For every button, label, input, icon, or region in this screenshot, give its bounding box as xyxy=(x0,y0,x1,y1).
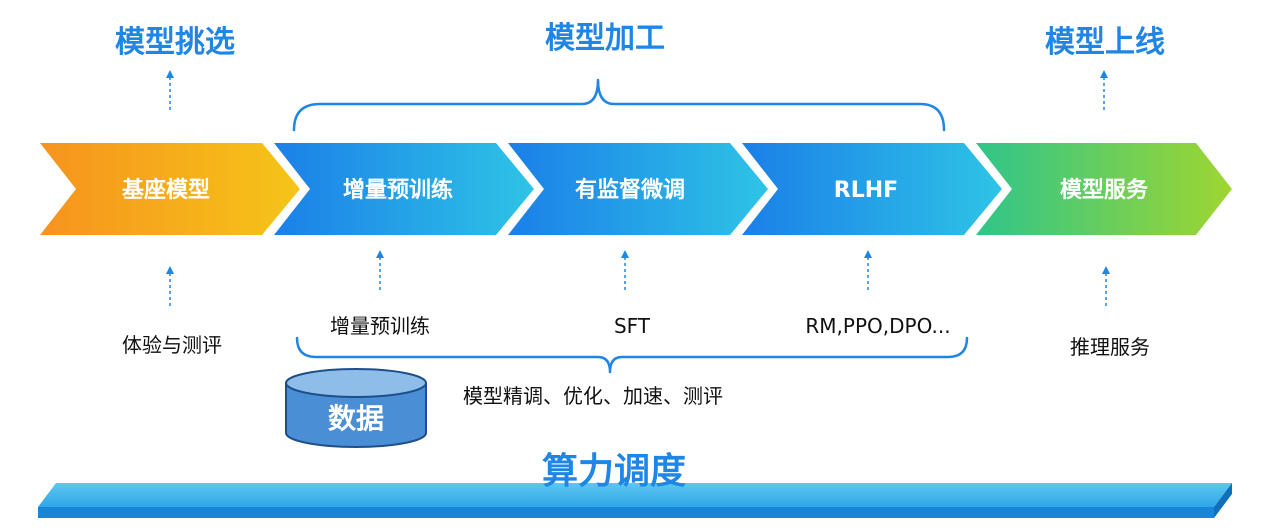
stage-chevron-incremental-pretraining: 增量预训练 xyxy=(274,143,534,235)
database-label: 数据 xyxy=(328,402,384,435)
stage-label-model-service: 模型服务 xyxy=(1060,178,1149,203)
stage-chevron-sft: 有监督微调 xyxy=(508,143,768,235)
bottom-note: 模型精调、优化、加速、测评 xyxy=(463,384,723,408)
stage-chevron-rlhf: RLHF xyxy=(742,143,1002,235)
stage-label-sft: 有监督微调 xyxy=(575,177,685,203)
sub-label-sft: SFT xyxy=(614,314,651,338)
stage-chevron-base-model: 基座模型 xyxy=(40,143,300,235)
up-arrow-to-selection xyxy=(166,70,174,110)
title-model-processing: 模型加工 xyxy=(545,21,665,56)
database-cylinder: 数据 xyxy=(285,368,427,448)
title-model-selection: 模型挑选 xyxy=(115,25,235,60)
stage-chevron-model-service: 模型服务 xyxy=(976,143,1232,235)
compute-platform xyxy=(38,483,1232,518)
sub-label-model-service: 推理服务 xyxy=(1070,335,1150,359)
up-arrow-incremental-pretraining xyxy=(376,250,384,290)
stage-label-rlhf: RLHF xyxy=(834,178,898,203)
title-model-launch: 模型上线 xyxy=(1045,25,1165,60)
sub-label-base-model: 体验与测评 xyxy=(122,333,222,357)
up-arrow-to-launch xyxy=(1100,70,1108,110)
up-arrow-model-service xyxy=(1102,266,1110,306)
up-arrow-rlhf xyxy=(864,250,872,290)
processing-brace xyxy=(292,78,946,132)
up-arrow-sft xyxy=(621,250,629,290)
sub-label-rlhf: RM,PPO,DPO... xyxy=(805,314,950,338)
stage-label-incremental-pretraining: 增量预训练 xyxy=(343,177,453,203)
compute-title: 算力调度 xyxy=(542,451,686,492)
bottom-brace xyxy=(295,336,969,374)
up-arrow-base-model xyxy=(166,266,174,306)
stage-label-base-model: 基座模型 xyxy=(122,177,210,203)
sub-label-incremental-pretraining: 增量预训练 xyxy=(330,314,430,338)
